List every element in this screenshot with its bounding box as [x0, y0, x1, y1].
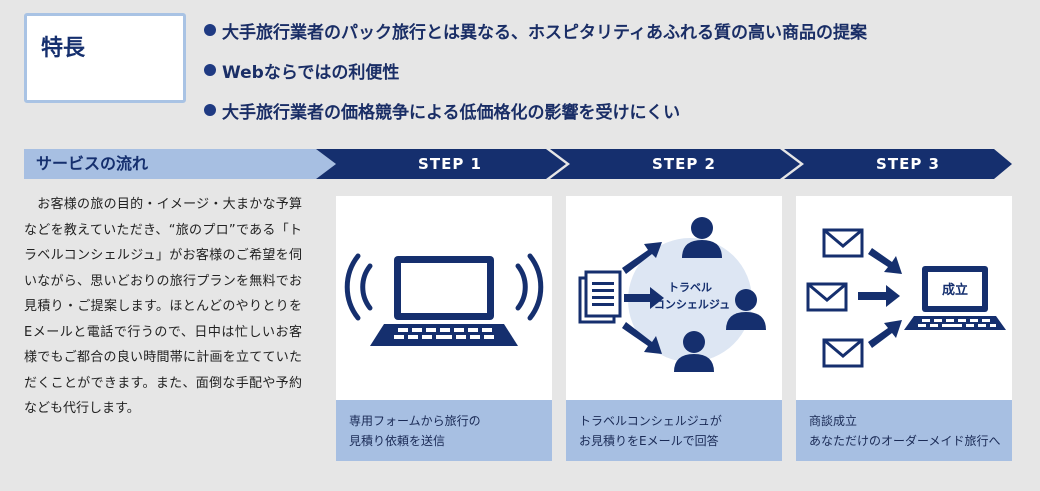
screen-label: 成立: [942, 282, 968, 298]
step-1-caption: 専用フォームから旅行の 見積り依頼を送信: [336, 400, 552, 461]
envelope-icons: [806, 228, 864, 368]
step-1-card: 専用フォームから旅行の 見積り依頼を送信: [336, 196, 552, 461]
bullet-icon: [204, 24, 216, 36]
bullet-icon: [204, 104, 216, 116]
feature-item: 大手旅行業者の価格競争による低価格化の影響を受けにくい: [204, 90, 867, 130]
feature-title: 特長: [41, 36, 86, 61]
caption-line: 見積り依頼を送信: [349, 434, 446, 448]
step-2-label: STEP 2: [652, 155, 716, 173]
caption-line: お見積りをEメールで回答: [579, 434, 719, 448]
caption-line: あなただけのオーダーメイド旅行へ: [809, 434, 1001, 448]
step-2-card: トラベル コンシェルジュ トラベルコンシェルジュが お見積りをEメールで回答: [566, 196, 782, 461]
step-3-banner: STEP 3: [784, 149, 1014, 179]
caption-line: トラベルコンシェルジュが: [579, 414, 722, 428]
step-3-label: STEP 3: [876, 155, 940, 173]
service-description: お客様の旅の目的・イメージ・大まかな予算などを教えていただき、“旅のプロ”である…: [24, 197, 302, 416]
step-1-banner: STEP 1: [316, 149, 566, 179]
step-3-arrow-shape: [784, 149, 1012, 179]
concierge-network-illustration: トラベル コンシェルジュ: [578, 217, 766, 372]
caption-line: 商談成立: [809, 414, 858, 428]
feature-item: Webならではの利便性: [204, 50, 867, 90]
step-1-label: STEP 1: [418, 155, 482, 173]
bullet-icon: [204, 64, 216, 76]
concierge-label-line-1: トラベル: [668, 281, 712, 294]
step-2-arrow-shape: [550, 149, 800, 179]
step-3-caption: 商談成立 あなただけのオーダーメイド旅行へ: [796, 400, 1012, 461]
caption-line: 専用フォームから旅行の: [349, 414, 481, 428]
feature-item-text: Webならではの利便性: [222, 62, 400, 83]
document-icon: [578, 270, 622, 324]
feature-list: 大手旅行業者のパック旅行とは異なる、ホスピタリティあふれる質の高い商品の提案 W…: [204, 10, 867, 130]
person-icons: [674, 217, 766, 372]
feature-item-text: 大手旅行業者のパック旅行とは異なる、ホスピタリティあふれる質の高い商品の提案: [222, 22, 867, 43]
step-1-arrow-shape: [316, 149, 566, 179]
laptop-wireless-icon: [344, 253, 544, 346]
feature-item-text: 大手旅行業者の価格競争による低価格化の影響を受けにくい: [222, 102, 681, 123]
concierge-label-line-2: コンシェルジュ: [654, 298, 730, 311]
service-flow-title: サービスの流れ: [36, 154, 149, 173]
step-2-caption: トラベルコンシェルジュが お見積りをEメールで回答: [566, 400, 782, 461]
step-3-card: 成立 商談成立 あなただけのオーダーメイド旅行へ: [796, 196, 1012, 461]
service-flow-banner: サービスの流れ: [24, 149, 336, 179]
step-2-banner: STEP 2: [550, 149, 800, 179]
service-flow-banner-shape: [24, 149, 336, 179]
feature-box: 特長: [24, 13, 186, 103]
mail-to-laptop-illustration: 成立: [806, 228, 1006, 368]
feature-item: 大手旅行業者のパック旅行とは異なる、ホスピタリティあふれる質の高い商品の提案: [204, 10, 867, 50]
